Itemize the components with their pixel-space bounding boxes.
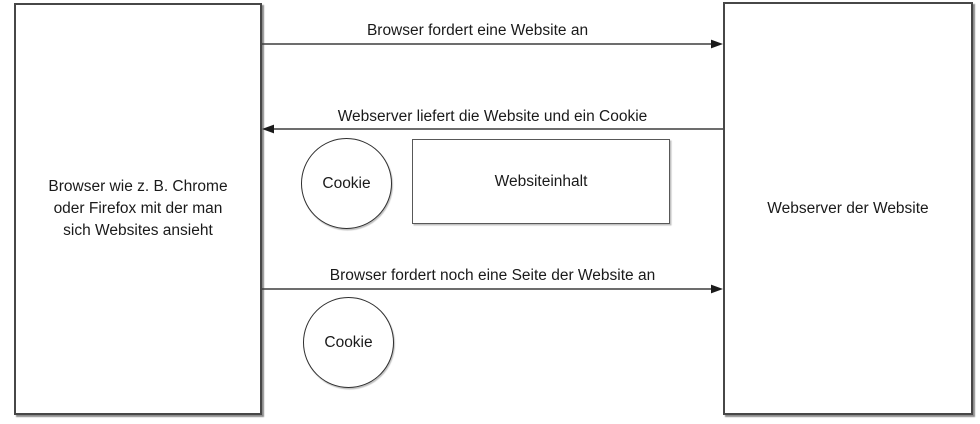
cookie-circle-delivered-label: Cookie [322, 174, 371, 192]
webserver-box-label: Webserver der Website [767, 199, 929, 217]
arrow-request-website-head-icon [711, 39, 723, 49]
cookie-circle-sent-back: Cookie [303, 297, 394, 388]
browser-box-label: Browser wie z. B. Chrome oder Firefox mi… [48, 178, 228, 239]
arrow-label-request-another-page: Browser fordert noch eine Seite der Webs… [329, 267, 656, 284]
cookie-circle-delivered: Cookie [301, 138, 392, 229]
browser-box: Browser wie z. B. Chrome oder Firefox mi… [14, 3, 262, 415]
website-content-box: Websiteinhalt [412, 139, 670, 224]
website-content-box-label: Websiteinhalt [494, 172, 588, 190]
cookie-circle-sent-back-label: Cookie [324, 333, 373, 351]
arrow-label-deliver-website-and-cookie: Webserver liefert die Website und ein Co… [337, 108, 648, 125]
webserver-box: Webserver der Website [723, 2, 973, 415]
arrow-label-request-website: Browser fordert eine Website an [366, 22, 589, 39]
